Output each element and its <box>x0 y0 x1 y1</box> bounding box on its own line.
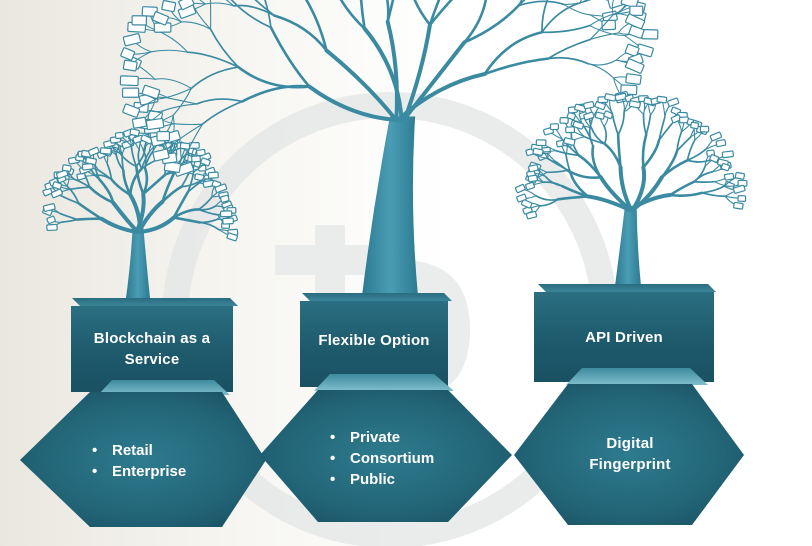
hexagon-top <box>314 374 454 391</box>
bullet-item: Retail <box>88 440 186 461</box>
panel-body-api: Digital Fingerprint <box>560 433 700 475</box>
panel-title-line: API Driven <box>585 329 663 346</box>
panel-title-api: API Driven <box>536 327 712 348</box>
tree-icon <box>119 0 659 296</box>
box-top <box>538 284 716 292</box>
panel-body-line: Fingerprint <box>589 456 671 473</box>
hexagon-top <box>98 380 230 395</box>
panel-3 <box>514 284 744 525</box>
bullet-item: Enterprise <box>88 461 186 482</box>
box-top <box>72 298 238 306</box>
title-box <box>71 306 233 392</box>
title-box <box>300 301 448 387</box>
panel-body-line: Digital <box>606 435 654 452</box>
body-hexagon <box>514 384 744 525</box>
bullet-item: Public <box>326 469 434 490</box>
box-top <box>302 293 452 301</box>
panel-title-blockchain: Blockchain as a Service <box>74 328 230 370</box>
panel-title-line: Blockchain as a <box>93 330 211 347</box>
bullet-item: Consortium <box>326 448 434 469</box>
hexagon-top <box>566 368 708 385</box>
bullet-list: Retail Enterprise <box>88 440 186 482</box>
title-box <box>534 292 714 382</box>
panel-title-line: Service <box>124 351 180 368</box>
tree-icon <box>514 92 748 286</box>
bullet-item: Private <box>326 427 434 448</box>
panel-title-flexible: Flexible Option <box>302 330 446 351</box>
panel-title-line: Flexible Option <box>318 332 430 349</box>
bullet-list: Private Consortium Public <box>326 427 434 490</box>
